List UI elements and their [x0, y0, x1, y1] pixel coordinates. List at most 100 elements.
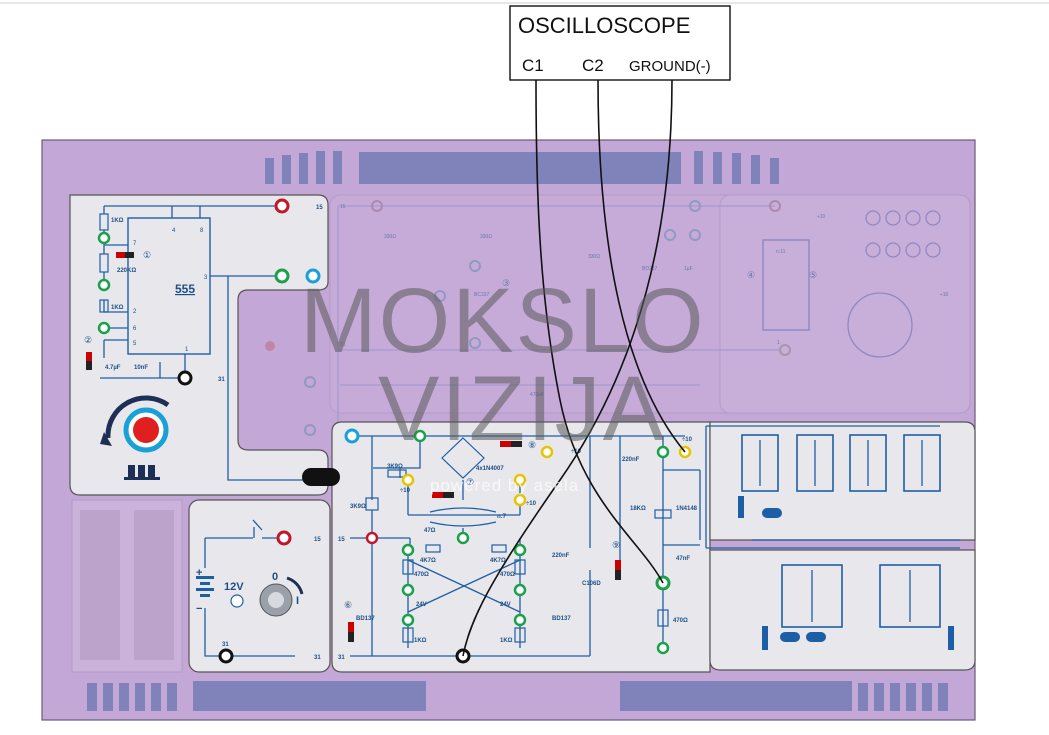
battery-rail-31-right: 31	[314, 655, 321, 661]
faded-marker-3: ③	[502, 278, 510, 288]
label-220nf-top: 220nF	[622, 457, 640, 463]
converter-socket-b[interactable]	[456, 531, 470, 545]
battery-minus: −	[196, 603, 202, 615]
faded-label-bd237: BD237	[642, 266, 658, 272]
converter-module: 3K9Ω 3K9Ω 4x1N4007 220nF 18KΩ 1N4148 47Ω…	[302, 421, 711, 673]
converter-socket-i[interactable]	[656, 445, 670, 459]
socket-output-blue[interactable]	[305, 268, 321, 284]
battery-plus: +	[196, 567, 202, 579]
bottom-vents	[87, 681, 948, 711]
marker-6: ⑥	[344, 600, 352, 610]
battery-module: + − 12V 0 I 15 31 31	[188, 499, 331, 673]
converter-input-blue[interactable]	[344, 428, 360, 444]
label-bd137-left: BD137	[356, 616, 375, 622]
yellow-socket-4[interactable]	[540, 445, 554, 459]
label-47nf: 47nF	[676, 556, 690, 562]
label-3k9-top: 3K9Ω	[387, 464, 403, 470]
pin-7: 7	[133, 241, 137, 247]
yellow-socket-1[interactable]	[401, 473, 415, 487]
watermark-line-1: MOKSLO	[300, 270, 706, 372]
socket-output-green[interactable]	[274, 268, 290, 284]
spark-gap-icon	[762, 508, 782, 518]
jumper-bridge[interactable]	[302, 468, 340, 486]
converter-socket-e[interactable]	[401, 583, 415, 597]
pin-5: 5	[133, 341, 137, 347]
watermark: MOKSLO VIZIJA powered by asela	[300, 270, 706, 495]
faded-divider-2: ÷10	[940, 292, 949, 298]
marker-9: ⑨	[612, 540, 620, 550]
probe-wire-c2	[597, 79, 686, 453]
faded-label-470nf: 470nF	[530, 392, 544, 398]
battery-rail-15: 15	[314, 537, 321, 543]
converter-socket-d[interactable]	[513, 543, 527, 557]
label-470-right: 470Ω	[500, 572, 515, 578]
converter-rail-31: 31	[338, 655, 345, 661]
pin-6: 6	[133, 326, 137, 332]
label-1kohm-top: 1KΩ	[111, 218, 124, 224]
faded-marker-4: ④	[747, 270, 755, 280]
bridge-rectifier	[441, 437, 485, 479]
converter-socket-15[interactable]	[365, 531, 379, 545]
socket-gnd-black[interactable]	[177, 370, 193, 386]
battery-socket-15[interactable]	[276, 530, 292, 546]
divider-out: ÷10	[682, 437, 693, 443]
label-bd137-right: BD137	[552, 616, 571, 622]
battery-rail-31-left: 31	[222, 642, 229, 648]
converter-socket-j[interactable]	[656, 641, 670, 655]
switch-state-0: 0	[272, 571, 278, 583]
timer-rail-31: 31	[218, 377, 225, 383]
oscilloscope-box	[509, 5, 731, 81]
ignition-module	[705, 421, 976, 671]
converter-socket-f[interactable]	[513, 583, 527, 597]
faded-label-ratio: n:11	[776, 249, 786, 255]
converter-socket-c[interactable]	[401, 543, 415, 557]
label-1k-left: 1KΩ	[414, 638, 427, 644]
top-vents	[265, 151, 779, 184]
oscilloscope: OSCILLOSCOPE C1 C2 GROUND(-)	[509, 5, 731, 81]
pin-3: 3	[204, 275, 208, 281]
converter-socket-g[interactable]	[401, 613, 415, 627]
channel-c1-label: C1	[522, 56, 544, 75]
probe-wire-ground	[462, 79, 673, 657]
faded-label-330-1: 330Ω	[384, 234, 396, 240]
spark-plug-icon	[738, 496, 744, 518]
label-4k7-left: 4K7Ω	[420, 558, 436, 564]
label-1n4148: 1N4148	[676, 506, 698, 512]
socket-rc-1[interactable]	[97, 231, 111, 245]
channel-c2-label: C2	[582, 56, 604, 75]
label-470-left: 470Ω	[414, 572, 429, 578]
timer-rail-15: 15	[316, 205, 323, 211]
faded-label-330-3: 330Ω	[588, 254, 600, 260]
timer-module: 555 4 8 7 2 6 5 3 1 1KΩ 220KΩ 1KΩ 4.7µF …	[69, 194, 329, 496]
ic-555-label: 555	[175, 282, 195, 296]
yellow-socket-3[interactable]	[513, 493, 527, 507]
faded-marker-5: ⑤	[809, 270, 817, 280]
faded-divider-1: ÷10	[817, 214, 826, 220]
converter-socket-a[interactable]	[413, 429, 427, 443]
pin-8: 8	[200, 228, 204, 234]
watermark-tagline: powered by asela	[430, 476, 579, 495]
socket-15-red[interactable]	[274, 198, 290, 214]
socket-rc-3[interactable]	[97, 321, 111, 335]
oscilloscope-title: OSCILLOSCOPE	[518, 13, 690, 38]
faded-rail-31: 31	[340, 342, 346, 348]
power-indicator-lamp	[230, 594, 244, 608]
battery-socket-31[interactable]	[218, 648, 234, 664]
socket-rc-2[interactable]	[97, 278, 111, 292]
faded-label-330-2: 330Ω	[480, 234, 492, 240]
switch-state-1: I	[296, 595, 299, 607]
pin-1: 1	[185, 347, 189, 353]
label-4k7-right: 4K7Ω	[490, 558, 506, 564]
yellow-socket-2[interactable]	[513, 473, 527, 487]
converter-socket-h[interactable]	[513, 613, 527, 627]
label-24v-left: 24V	[416, 602, 427, 608]
label-220kohm: 220KΩ	[117, 268, 136, 274]
label-47ohm: 47Ω	[424, 528, 436, 534]
key-rotation-arrow	[286, 576, 304, 595]
label-220nf-mid: 220nF	[552, 553, 570, 559]
label-c106d: C106D	[582, 581, 601, 587]
divider-7-right: ÷10	[526, 501, 537, 507]
battery-voltage: 12V	[224, 581, 244, 593]
pulse-icon	[124, 477, 160, 480]
